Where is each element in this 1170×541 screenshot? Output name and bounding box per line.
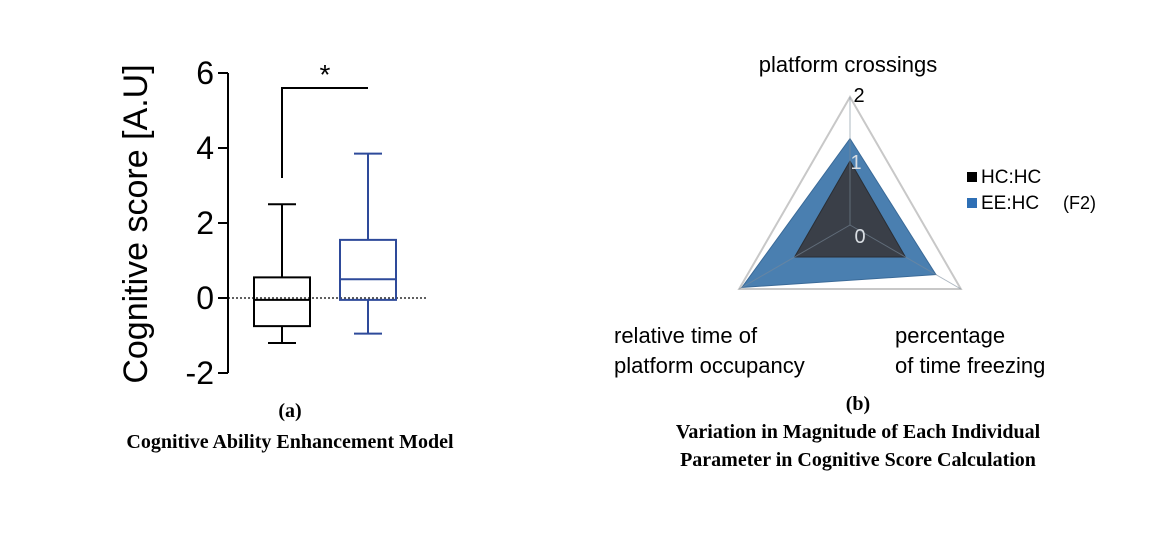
radar-axis-labels: platform crossings percentage of time free… — [614, 52, 1045, 378]
y-tick-label: 2 — [196, 205, 214, 241]
radar-axis-label: of time freezing — [895, 353, 1045, 378]
radar-axis-label: relative time of — [614, 323, 758, 348]
radar-chart: 0 1 2 platform crossings percentage of time … — [614, 52, 1096, 378]
significance-bracket: * — [281, 59, 368, 178]
panel-a-caption: Cognitive Ability Enhancement Model — [126, 431, 454, 453]
iqr-box — [253, 276, 311, 328]
radar-tick-label: 2 — [853, 85, 864, 107]
panel-b-label: (b) — [845, 393, 871, 415]
bracket-line — [281, 87, 368, 178]
radar-frame — [737, 95, 963, 290]
iqr-box — [339, 238, 397, 301]
radar-tick-label: 1 — [850, 152, 861, 174]
y-tick-label: 6 — [196, 55, 214, 91]
radar-marks — [737, 95, 963, 290]
y-tick-label: 0 — [196, 280, 214, 316]
box-1 — [253, 203, 311, 344]
significance-star: * — [320, 59, 331, 90]
radar-tick-label: 0 — [854, 226, 865, 248]
radar-radial-ticks: 0 1 2 — [850, 85, 865, 248]
y-tick-label: -2 — [186, 355, 214, 391]
y-tick-label: 4 — [196, 130, 214, 166]
box-plot-chart: Cognitive score [A.U] -2 0 2 4 6 * — [117, 55, 426, 391]
radar-legend: HC:HC EE:HC (F2) — [967, 167, 1096, 214]
y-axis-label: Cognitive score [A.U] — [117, 64, 155, 383]
legend-annotation: (F2) — [1063, 193, 1096, 213]
box-marks — [253, 152, 397, 344]
radar-axis-label: platform crossings — [759, 52, 938, 77]
y-axis-ticks: -2 0 2 4 6 — [186, 55, 228, 391]
box-2 — [339, 152, 397, 335]
radar-axis-label: percentage — [895, 323, 1005, 348]
radar-axis-label: platform occupancy — [614, 353, 805, 378]
legend-label-ee: EE:HC — [981, 193, 1039, 214]
legend-swatch-hc — [967, 172, 977, 182]
legend-swatch-ee — [967, 198, 977, 208]
legend-label-hc: HC:HC — [981, 167, 1041, 188]
radar-spoke — [738, 224, 851, 290]
radar-spoke — [849, 224, 962, 290]
panel-a-label: (a) — [278, 400, 302, 422]
panel-b-caption-line2: Parameter in Cognitive Score Calculation — [680, 449, 1036, 471]
panel-b-caption-line1: Variation in Magnitude of Each Individua… — [675, 421, 1041, 443]
